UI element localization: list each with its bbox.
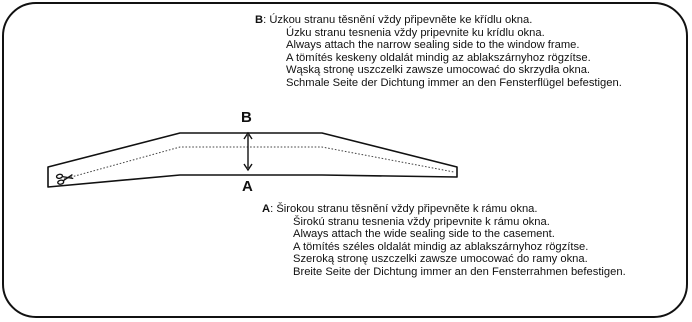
note-line: Schmale Seite der Dichtung immer an den …: [286, 76, 622, 89]
wide-side-note: A: Širokou stranu těsnění vždy připevnět…: [262, 203, 626, 279]
note-line: A: Širokou stranu těsnění vždy připevnět…: [262, 203, 538, 215]
note-line: Always attach the wide sealing side to t…: [293, 228, 555, 241]
label-narrow-side: B: [241, 109, 252, 126]
label-wide-side: A: [242, 178, 253, 195]
narrow-side-note: B: Úzkou stranu těsnění vždy připevněte …: [255, 14, 622, 90]
note-line: B: Úzkou stranu těsnění vždy připevněte …: [255, 14, 533, 26]
note-line: A tömítés széles oldalát mindig az ablak…: [293, 240, 589, 253]
seal-strip: [47, 132, 458, 188]
note-key: B: [255, 14, 264, 26]
diagram-frame: [2, 2, 688, 318]
note-line: Úzku stranu tesnenia vždy pripevnite ku …: [286, 26, 545, 39]
note-line: Širokú stranu tesnenia vždy pripevnite k…: [293, 215, 550, 228]
note-line: Always attach the narrow sealing side to…: [286, 39, 580, 52]
note-line: Breite Seite der Dichtung immer an den F…: [293, 265, 626, 278]
seal-centerline: [63, 146, 455, 180]
scissors-icon: [55, 173, 74, 185]
note-line: Szeroką stronę uszczelki zawsze umocować…: [293, 253, 588, 266]
note-line: Wąską stronę uszczelki zawsze umocować d…: [286, 64, 591, 77]
note-key: A: [262, 203, 271, 215]
note-line: A tömítés keskeny oldalát mindig az abla…: [286, 51, 591, 64]
double-arrow-icon: [243, 131, 253, 172]
